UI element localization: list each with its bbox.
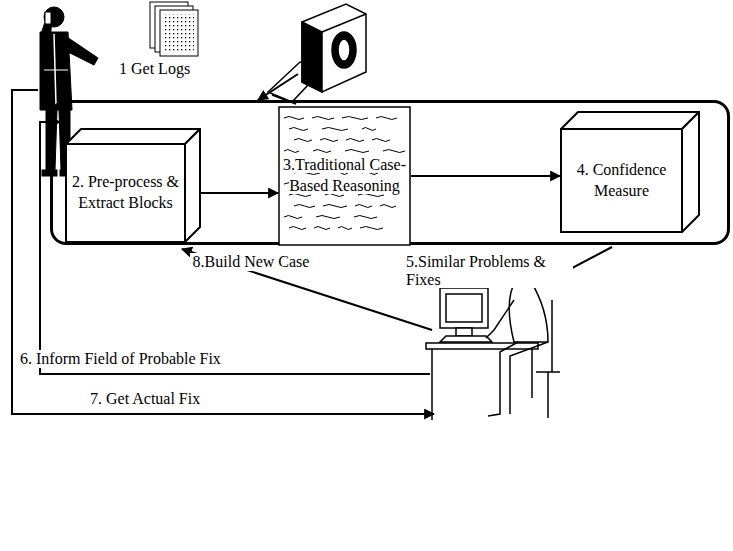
node-text-block: 3.Traditional Case-Based Reasoning: [278, 151, 411, 201]
box-front-face: [561, 129, 682, 232]
document-border: [279, 107, 410, 245]
node-text-block: 2. Pre-process & Extract Blocks: [65, 168, 186, 218]
process-box: 2. Pre-process & Extract Blocks: [65, 143, 186, 243]
operator-at-computer: [440, 336, 492, 342]
scanner-illustration: [338, 39, 350, 61]
text-squiggle: [316, 216, 340, 219]
scanner-illustration: [302, 4, 366, 92]
flow-arrow: [411, 175, 560, 177]
text-squiggle: [360, 227, 383, 230]
operator-at-computer: [547, 372, 549, 418]
operator-at-computer: [456, 328, 472, 336]
scanner-illustration: [268, 4, 366, 104]
text-squiggle: [320, 139, 338, 142]
text-squiggle: [362, 128, 376, 131]
field-engineer-figure: [44, 7, 64, 27]
logs-arrow: [258, 74, 298, 100]
operator-at-computer: [426, 343, 538, 349]
operator-at-computer: [531, 349, 533, 398]
flow-arrow: [201, 192, 278, 194]
text-squiggle: [346, 139, 364, 142]
text-squiggle: [312, 117, 334, 120]
operator-at-computer: [488, 342, 518, 416]
node-text-block: 4. Confidence Measure: [560, 156, 683, 206]
text-squiggle: [376, 117, 397, 120]
text-squiggle: [322, 128, 348, 131]
box-top-face: [561, 112, 699, 129]
scanner-illustration: [302, 22, 322, 92]
operator-at-computer: [440, 288, 488, 328]
step-label: 7. Get Actual Fix: [88, 390, 202, 408]
log-pages-icon: [164, 14, 194, 52]
actual-fix-arrow: [12, 90, 434, 414]
node-label: 2. Pre-process & Extract Blocks: [72, 173, 179, 211]
field-engineer-figure: [64, 35, 98, 65]
document-box: 3.Traditional Case-Based Reasoning: [278, 106, 411, 246]
log-pages-icon: [160, 10, 198, 56]
text-squiggle: [294, 139, 312, 142]
scanner-illustration: [322, 14, 366, 32]
text-squiggle: [289, 128, 308, 131]
text-squiggle: [354, 216, 377, 219]
field-engineer-figure: [44, 70, 68, 71]
step-label: 5.Similar Problems & Fixes: [404, 253, 573, 288]
field-engineer-figure: [45, 12, 51, 24]
operator-at-computer: [510, 342, 548, 414]
box-top-face: [66, 129, 200, 144]
system-boundary: 2. Pre-process & Extract Blocks 3.Traditi…: [50, 100, 730, 245]
scanner-illustration: [332, 32, 356, 68]
text-squiggle: [289, 227, 306, 230]
text-squiggle: [284, 216, 302, 219]
step-label: 8.Build New Case: [190, 253, 312, 271]
log-pages-icon: [150, 2, 198, 56]
node-label: 3.Traditional Case-Based Reasoning: [283, 156, 406, 194]
text-squiggle: [345, 150, 369, 153]
node-label: 4. Confidence Measure: [577, 161, 667, 199]
text-squiggle: [323, 205, 347, 208]
step-label: 1 Get Logs: [117, 60, 192, 78]
box-side-face: [682, 112, 699, 232]
text-squiggle: [313, 150, 331, 153]
text-squiggle: [355, 205, 372, 208]
text-squiggle: [314, 227, 330, 230]
text-squiggle: [284, 117, 304, 120]
text-squiggle: [380, 205, 396, 208]
text-squiggle: [342, 117, 368, 120]
text-squiggle: [284, 150, 299, 153]
text-squiggle: [372, 139, 390, 142]
operator-at-computer: [446, 294, 482, 322]
text-squiggle: [294, 205, 315, 208]
step-label: 6. Inform Field of Probable Fix: [18, 350, 223, 368]
process-box: 4. Confidence Measure: [560, 128, 683, 233]
box-front-face: [66, 144, 185, 242]
build-case-arrow: [182, 249, 432, 330]
operator-at-computer: [486, 300, 514, 338]
text-squiggle: [338, 227, 352, 230]
operator-at-computer: [551, 300, 553, 372]
document-outline: [278, 106, 411, 246]
operator-at-computer: [431, 349, 433, 420]
inform-field-arrow: [40, 122, 430, 374]
operator-at-computer: [509, 280, 548, 342]
text-squiggle: [383, 150, 405, 153]
box-side-face: [185, 129, 200, 242]
